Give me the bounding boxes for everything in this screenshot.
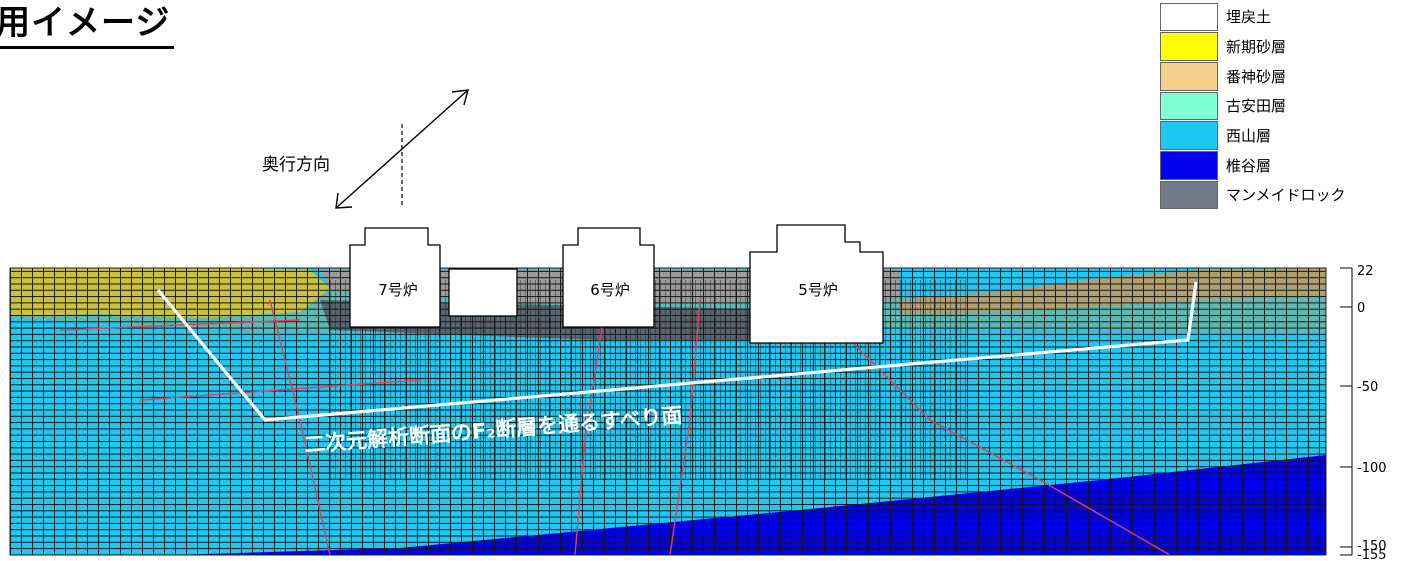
reactor-label: 5号炉	[798, 281, 838, 299]
elevation-tick-label: 0	[1357, 301, 1365, 316]
elevation-tick-label: 22	[1357, 264, 1374, 279]
legend-swatch	[1160, 121, 1218, 150]
reactor-5-building	[749, 224, 884, 344]
elevation-tick-label: -150	[1357, 539, 1387, 554]
legend: 埋戻土 新期砂層 番神砂層 古安田層 西山層 椎谷層 マンメイドロック	[1160, 2, 1420, 210]
elevation-tick-label: -100	[1357, 461, 1387, 476]
legend-label: マンメイドロック	[1226, 186, 1346, 205]
reactor-label: 6号炉	[590, 281, 630, 299]
legend-swatch	[1160, 61, 1218, 91]
legend-swatch	[1160, 150, 1218, 180]
legend-label: 新期砂層	[1226, 38, 1287, 57]
legend-swatch	[1160, 32, 1218, 61]
legend-item: 西山層	[1160, 121, 1420, 151]
legend-swatch	[1160, 2, 1218, 32]
legend-swatch	[1160, 180, 1218, 210]
elevation-tick-label: -155	[1357, 548, 1387, 561]
legend-swatch	[1160, 91, 1218, 121]
legend-item: 新期砂層	[1160, 32, 1420, 62]
reactor-buildings	[349, 224, 884, 344]
elevation-tick-labels: 22 0 -50 -100 -150 -155	[1357, 264, 1387, 561]
legend-label: 西山層	[1226, 127, 1272, 146]
depth-direction-label: 奥行方向	[262, 155, 330, 175]
legend-item: 番神砂層	[1160, 61, 1420, 91]
legend-item: 埋戻土	[1160, 2, 1420, 32]
reactor-label: 7号炉	[378, 281, 418, 299]
elevation-scale	[1340, 267, 1353, 556]
elevation-tick-label: -50	[1357, 380, 1378, 395]
section-border	[9, 267, 1327, 556]
depth-direction-arrow	[335, 89, 469, 209]
legend-label: 椎谷層	[1226, 156, 1272, 175]
legend-label: 埋戻土	[1226, 8, 1272, 27]
legend-item: 椎谷層	[1160, 150, 1420, 180]
legend-item: 古安田層	[1160, 91, 1420, 121]
slip-surface-line	[156, 281, 1198, 422]
fault-lines	[59, 279, 1171, 555]
page-title: 用イメージ	[0, 0, 175, 49]
geologic-layers	[10, 268, 1326, 555]
reactor-6-building	[562, 227, 655, 328]
legend-label: 古安田層	[1226, 97, 1287, 116]
legend-label: 番神砂層	[1226, 67, 1287, 86]
legend-item: マンメイドロック	[1160, 180, 1420, 210]
turbine-building	[448, 268, 518, 317]
reactor-7-building	[349, 227, 441, 328]
